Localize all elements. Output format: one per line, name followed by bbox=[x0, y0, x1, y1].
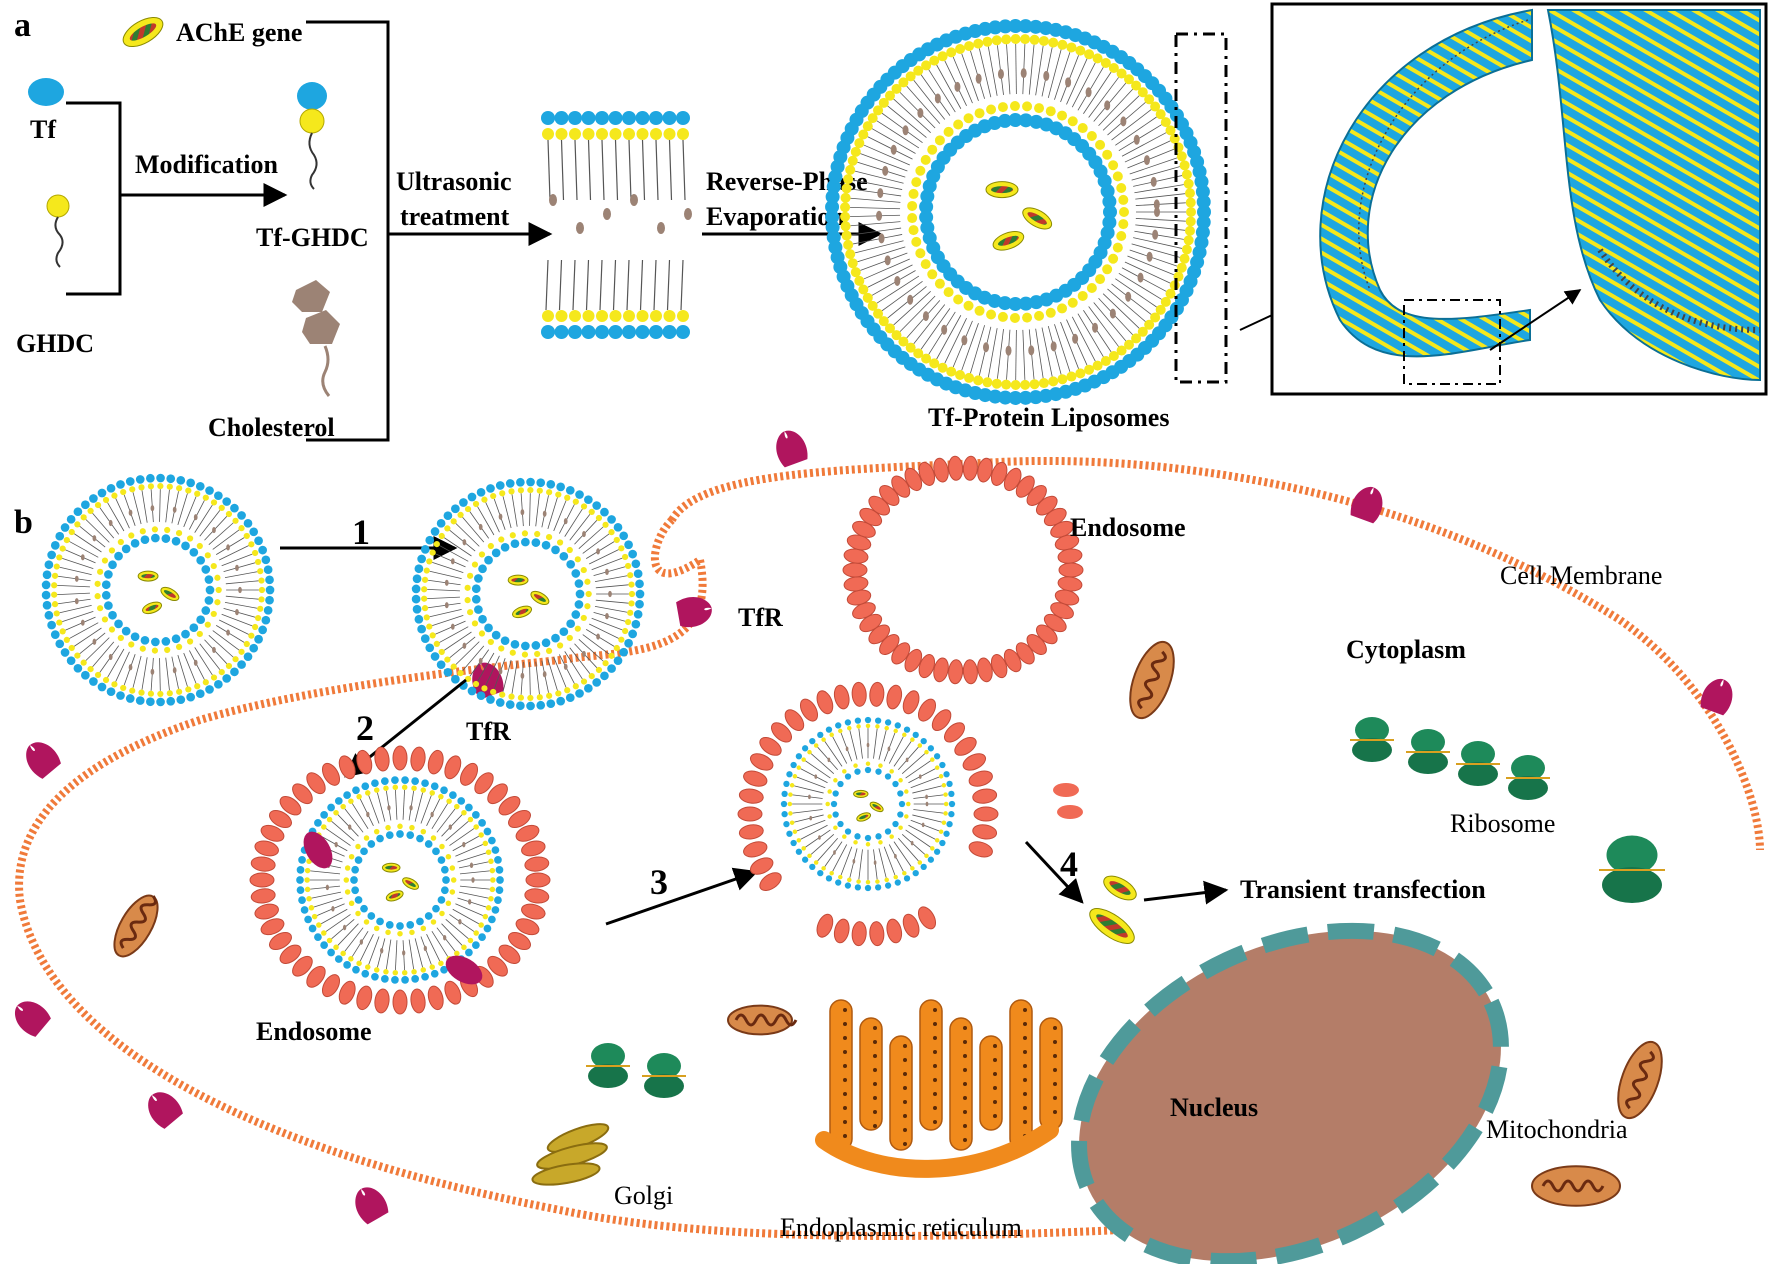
ghdc-icon bbox=[46, 194, 70, 218]
tfr-icon bbox=[1350, 486, 1383, 524]
ache-gene-label: AChE gene bbox=[176, 18, 302, 47]
ache-gene-icon bbox=[122, 16, 164, 48]
mitochondrion-icon bbox=[1531, 1165, 1621, 1207]
panel-a-label: a bbox=[14, 7, 31, 44]
liposome-step-0 bbox=[41, 473, 275, 707]
ribosome-icon bbox=[647, 1053, 681, 1079]
transient-arrow bbox=[1143, 880, 1229, 905]
endosome-left-label: Endosome bbox=[256, 1017, 372, 1046]
er-label: Endoplasmic reticulum bbox=[780, 1213, 1022, 1242]
cholesterol-label: Cholesterol bbox=[208, 413, 335, 442]
reverse-phase-label-2: Evaporation bbox=[706, 202, 845, 231]
ribosome-icon bbox=[591, 1043, 625, 1069]
endosome-top-label: Endosome bbox=[1070, 513, 1186, 542]
zoom-selection-box bbox=[1174, 32, 1228, 384]
ghdc-tail-icon bbox=[54, 216, 64, 268]
tfr-icon bbox=[676, 597, 712, 628]
step-4-label: 4 bbox=[1060, 844, 1078, 884]
step-3-label: 3 bbox=[650, 862, 668, 902]
tfr-icon bbox=[1700, 678, 1733, 716]
endosome-top bbox=[842, 455, 1084, 685]
step-1-label: 1 bbox=[352, 512, 370, 552]
mitochondria-group bbox=[113, 640, 1663, 1207]
tf-label: Tf bbox=[30, 115, 56, 144]
bracket-left bbox=[66, 101, 122, 296]
golgi-icon bbox=[531, 1123, 610, 1186]
tfr-icon bbox=[776, 430, 808, 468]
panel-b-label: b bbox=[14, 504, 33, 541]
tfr-label-top: TfR bbox=[738, 603, 783, 632]
tfr-icon bbox=[148, 1092, 183, 1129]
panel-a: a AChE gene Tf GHDC Modification Tf-GHDC… bbox=[14, 2, 1768, 442]
ribosome-icon bbox=[1606, 835, 1658, 875]
step-2-label: 2 bbox=[356, 708, 374, 748]
cell-membrane-label: Cell Membrane bbox=[1500, 561, 1662, 590]
ribosome-label: Ribosome bbox=[1450, 809, 1555, 838]
panel-b: b 1 TfR TfR 2 Endosome Endosome 3 4 bbox=[14, 430, 1764, 1264]
tf-ghdc-head-icon bbox=[297, 82, 327, 110]
endosome-left bbox=[249, 745, 551, 1015]
zoom-arrow-2 bbox=[1489, 289, 1582, 351]
liposome-title: Tf-Protein Liposomes bbox=[928, 403, 1169, 432]
tfr-icon bbox=[26, 742, 61, 779]
nucleus bbox=[1071, 922, 1509, 1264]
ribosome-icon bbox=[1461, 741, 1495, 767]
ultrasonic-label-1: Ultrasonic bbox=[396, 167, 512, 196]
tfr-label-mid: TfR bbox=[466, 717, 511, 746]
ribosome-icon bbox=[1511, 755, 1545, 781]
mitochondrion-icon bbox=[727, 1004, 793, 1036]
tf-protein-liposome bbox=[825, 19, 1211, 405]
tf-ghdc-tail-icon bbox=[308, 132, 318, 190]
golgi-label: Golgi bbox=[614, 1181, 673, 1210]
mitochondrion-icon bbox=[113, 894, 159, 958]
ultrasonic-label-2: treatment bbox=[400, 202, 510, 231]
endosome-broken bbox=[737, 681, 1083, 947]
released-gene-icon bbox=[1089, 875, 1137, 944]
zoom-inset bbox=[1270, 2, 1768, 396]
nucleus-label: Nucleus bbox=[1170, 1093, 1258, 1122]
cholesterol-icon bbox=[292, 280, 340, 397]
lipid-bilayer bbox=[541, 111, 692, 339]
transient-transfection-label: Transient transfection bbox=[1240, 875, 1486, 904]
ribosome-icon bbox=[1355, 717, 1389, 743]
cytoplasm-label: Cytoplasm bbox=[1346, 635, 1466, 664]
step-3-arrow bbox=[605, 867, 759, 926]
tfr-icon bbox=[14, 1001, 51, 1037]
ghdc-label: GHDC bbox=[16, 329, 94, 358]
tf-ghdc-label: Tf-GHDC bbox=[256, 223, 369, 252]
ribosomes bbox=[586, 717, 1665, 1098]
endoplasmic-reticulum-icon bbox=[815, 999, 1063, 1178]
modification-label: Modification bbox=[135, 150, 279, 179]
bracket-right bbox=[306, 20, 390, 442]
cell-membrane-inner bbox=[650, 517, 703, 578]
tf-icon bbox=[28, 78, 64, 106]
ribosome-icon bbox=[1411, 729, 1445, 755]
mitochondria-label: Mitochondria bbox=[1486, 1115, 1628, 1144]
tfr-icon bbox=[303, 831, 333, 869]
tfr-icon bbox=[355, 1187, 389, 1225]
tfr-icon bbox=[445, 955, 483, 985]
step-4-arrow bbox=[1024, 840, 1084, 904]
liposome-step-1 bbox=[411, 477, 645, 711]
tf-ghdc-body-icon bbox=[299, 108, 325, 134]
cell-membrane bbox=[15, 456, 1764, 1240]
